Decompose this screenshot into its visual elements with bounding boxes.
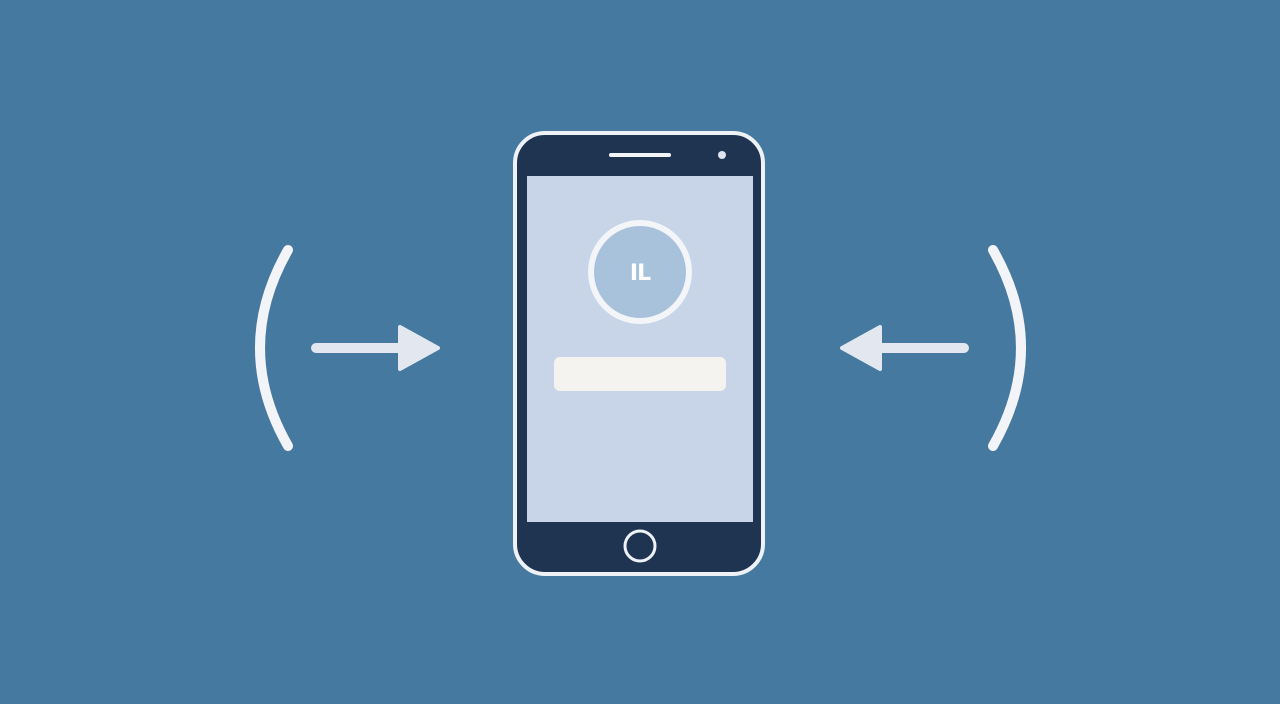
home-button[interactable] — [623, 529, 657, 563]
parenthesis-left-icon — [255, 245, 293, 451]
arrow-left-icon — [840, 325, 969, 371]
input-field[interactable] — [554, 357, 726, 391]
avatar-initials: IL — [630, 261, 651, 286]
camera-dot-icon — [718, 151, 726, 159]
avatar[interactable]: IL — [588, 220, 692, 324]
smartphone: IL — [513, 131, 765, 576]
parenthesis-right-icon — [988, 245, 1026, 451]
arrow-right-icon — [311, 325, 440, 371]
speaker-slot-icon — [609, 153, 671, 157]
